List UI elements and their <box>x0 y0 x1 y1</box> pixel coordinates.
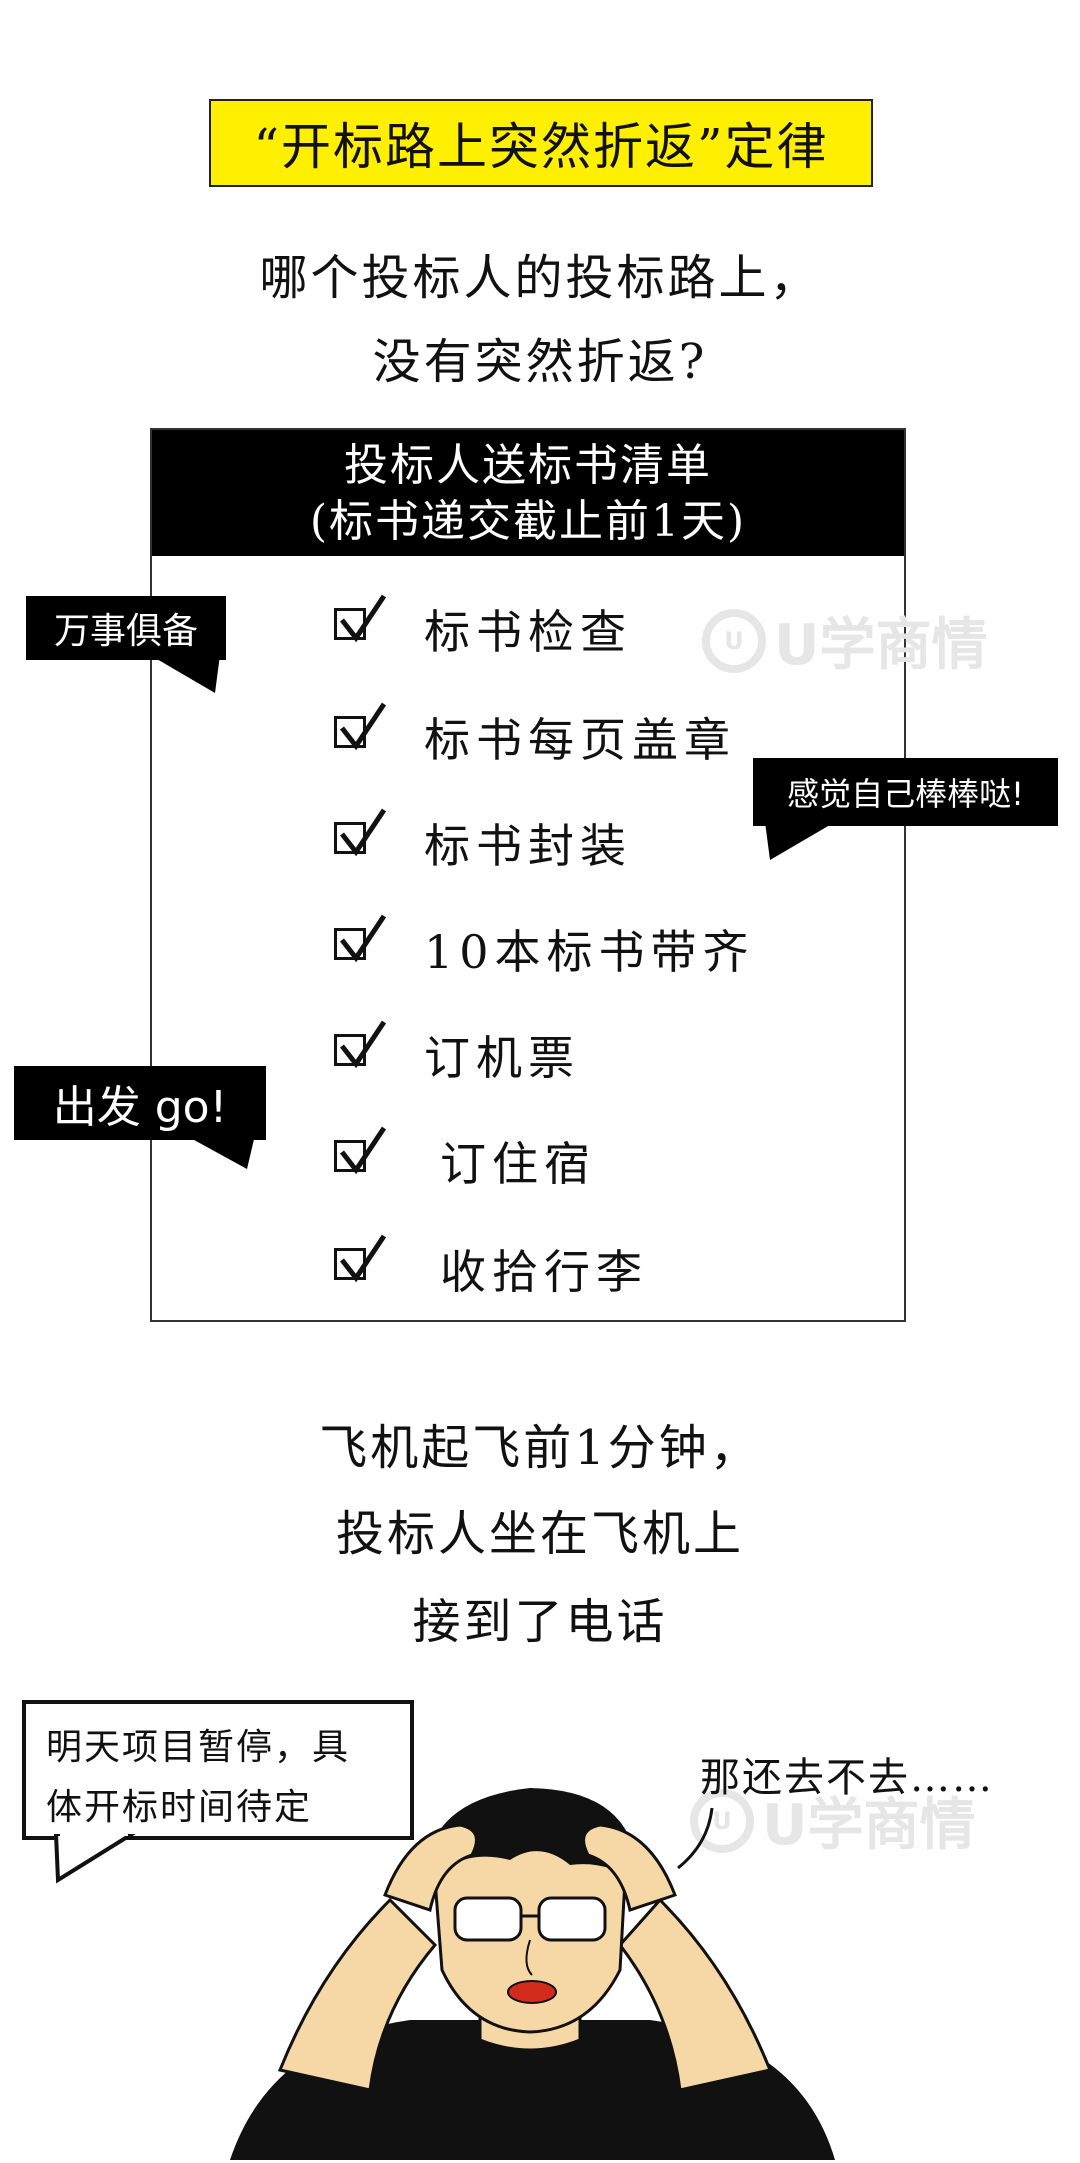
watermark: U U学商情 <box>690 1780 975 1861</box>
bubble-line-2: 体开标时间待定 <box>46 1787 313 1828</box>
tag-great-tail-icon <box>765 822 835 860</box>
intro-line-1: 哪个投标人的投标路上， <box>259 250 821 306</box>
tag-go: 出发 go! <box>14 1066 266 1140</box>
phone-speech-bubble: 明天项目暂停，具 体开标时间待定 <box>22 1700 414 1840</box>
checklist-item-label: 标书检查 <box>424 605 632 659</box>
checkmark-icon <box>340 1126 387 1175</box>
story-line-1: 飞机起飞前1分钟， <box>319 1420 761 1476</box>
checklist-item: 标书每页盖章 <box>152 698 904 778</box>
checklist-header-subtitle: (标书递交截止前1天) <box>309 496 747 547</box>
checkmark-icon <box>340 1234 387 1283</box>
checklist-header: 投标人送标书清单 (标书递交截止前1天) <box>152 430 904 556</box>
tag-great: 感觉自己棒棒哒! <box>753 758 1058 826</box>
checklist-item: 收拾行李 <box>152 1230 904 1310</box>
checkmark-icon <box>340 808 387 857</box>
story-line-3: 接到了电话 <box>412 1594 668 1650</box>
watermark-text: U学商情 <box>762 1793 976 1858</box>
checklist-item-label: 标书封装 <box>424 819 632 873</box>
checklist-item: 10本标书带齐 <box>152 910 904 990</box>
checkmark-icon <box>340 594 387 643</box>
speech-bubble-tail-icon <box>53 1834 136 1884</box>
checklist-item-label: 订住宿 <box>440 1137 596 1191</box>
thought-tail-icon <box>677 1807 714 1870</box>
checklist-item-label: 订机票 <box>424 1031 580 1085</box>
intro-line-2: 没有突然折返? <box>372 334 708 390</box>
checklist-panel: 投标人送标书清单 (标书递交截止前1天) 标书检查 标书每页盖章 标书封装 10… <box>150 428 906 1322</box>
checklist-item: 标书封装 <box>152 804 904 884</box>
checklist-item: 标书检查 <box>152 590 904 670</box>
tag-go-tail-icon <box>185 1135 255 1169</box>
watermark-logo-icon: U <box>690 1788 754 1853</box>
thought-text: 那还去不去…… <box>700 1755 994 1801</box>
checklist-item: 订住宿 <box>152 1122 904 1202</box>
tag-ready-tail-icon <box>150 655 220 693</box>
worried-man-illustration <box>230 1788 835 2160</box>
checklist-item-label: 收拾行李 <box>440 1245 648 1299</box>
bubble-line-1: 明天项目暂停，具 <box>46 1727 351 1768</box>
checklist-header-title: 投标人送标书清单 <box>344 440 712 491</box>
checklist-item: 订机票 <box>152 1016 904 1096</box>
tag-ready: 万事俱备 <box>26 596 226 660</box>
watermark-logo-icon: U <box>702 608 766 673</box>
checklist-item-label: 标书每页盖章 <box>424 713 736 767</box>
watermark-text: U学商情 <box>774 613 988 678</box>
checkmark-icon <box>340 914 387 963</box>
checklist-item-label: 10本标书带齐 <box>424 925 755 979</box>
page-title: “开标路上突然折返”定律 <box>209 99 873 187</box>
checkmark-icon <box>340 1020 387 1069</box>
watermark: U U学商情 <box>702 600 987 681</box>
checkmark-icon <box>340 702 387 751</box>
story-line-2: 投标人坐在飞机上 <box>335 1506 744 1562</box>
